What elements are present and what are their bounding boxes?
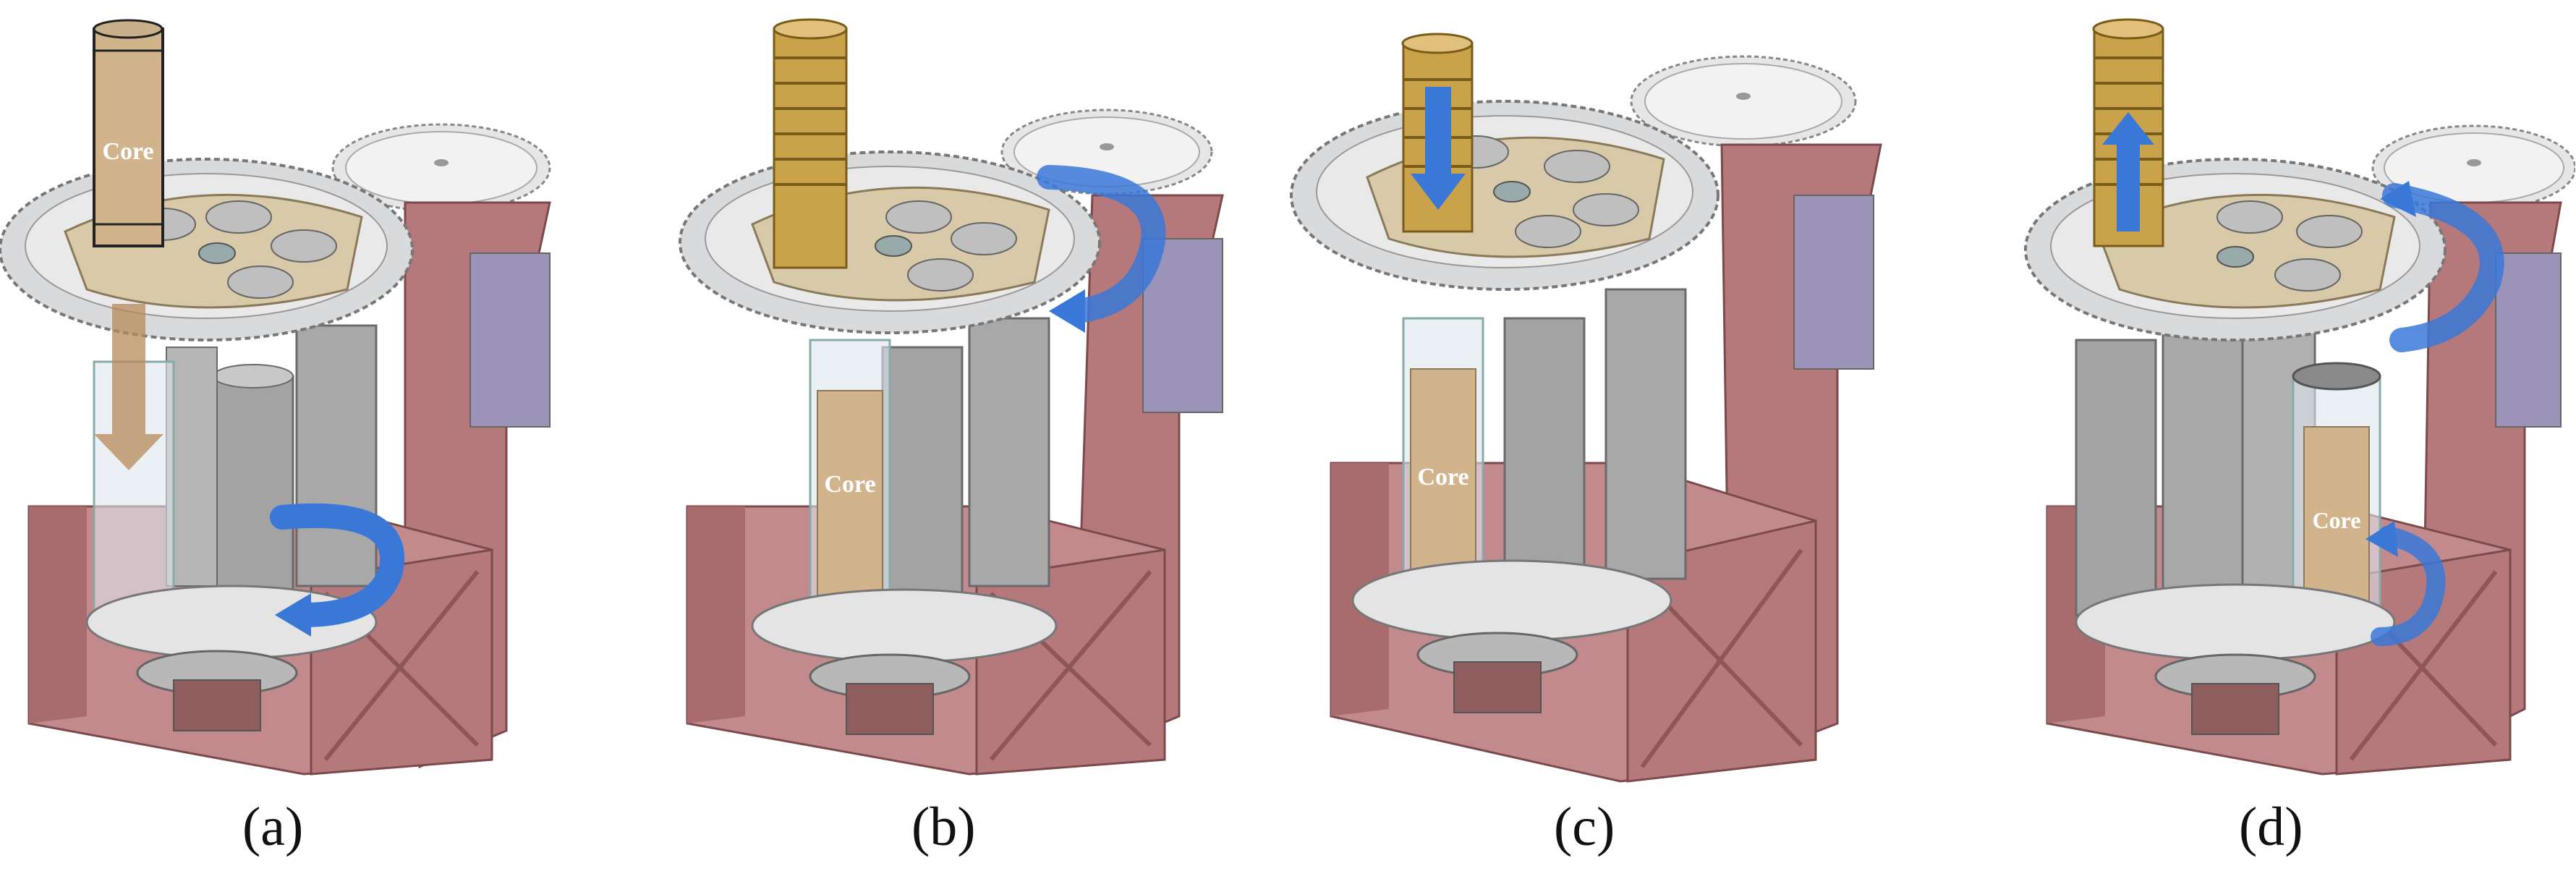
mechanism-diagram-c: Core	[1290, 33, 1882, 783]
storage-cylinders: Core	[809, 317, 1050, 624]
up-arrow	[2102, 112, 2154, 232]
motor	[1142, 238, 1223, 413]
rotation-arrow	[270, 503, 405, 637]
panel-label-c: (c)	[1554, 797, 1615, 857]
storage-cylinders: Core	[2075, 331, 2381, 631]
panel-b: Core	[644, 0, 1288, 879]
base-plate	[1351, 559, 1672, 642]
storage-cylinders: Core	[1402, 288, 1687, 609]
base-plate	[751, 588, 1058, 663]
base-plate	[2075, 583, 2396, 661]
motor	[2495, 252, 2562, 428]
motor	[1793, 195, 1874, 370]
core-label: Core	[1417, 464, 1468, 491]
panel-a: Core (a)	[0, 0, 644, 879]
back-gear	[2371, 124, 2575, 211]
rotation-arrow	[1037, 165, 1166, 333]
core-sample	[817, 390, 883, 608]
mechanism-diagram-d: Core	[2024, 18, 2575, 776]
down-arrow	[1411, 87, 1466, 210]
motor	[469, 252, 551, 428]
core-label: Core	[824, 471, 875, 498]
panel-d: Core	[1931, 0, 2575, 879]
panel-label-a: (a)	[242, 797, 304, 857]
panel-c: Core	[1288, 0, 1931, 879]
core-sample-tube: Core	[93, 19, 164, 247]
transfer-arrow	[2365, 521, 2446, 646]
panel-label-d: (d)	[2239, 797, 2303, 857]
panel-label-b: (b)	[911, 797, 976, 857]
down-arrow	[94, 304, 163, 470]
core-label: Core	[102, 138, 153, 165]
mechanism-diagram-b: Core	[679, 18, 1224, 776]
rotation-arrow	[2380, 181, 2504, 352]
back-gear	[331, 123, 551, 213]
carousel-gear	[2024, 158, 2447, 341]
carousel-gear	[1290, 100, 1720, 291]
brass-corer	[773, 18, 848, 269]
carousel-gear	[0, 158, 414, 341]
core-label: Core	[2313, 507, 2361, 533]
mechanism-diagram-a: Core	[0, 19, 551, 776]
back-gear	[1630, 55, 1857, 148]
carousel-gear	[679, 150, 1101, 334]
